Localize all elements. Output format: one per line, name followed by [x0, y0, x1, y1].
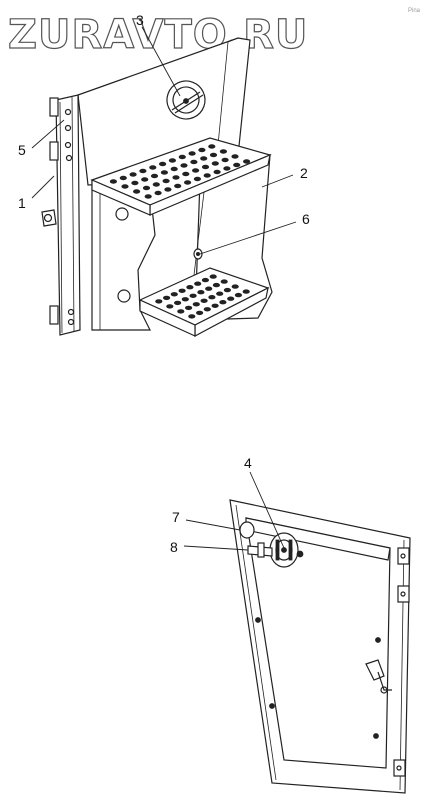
- tread-hole: [166, 304, 174, 309]
- tread-hole: [189, 293, 197, 298]
- tread-hole: [192, 168, 200, 173]
- tread-hole: [185, 305, 193, 311]
- tread-hole: [201, 277, 209, 283]
- tread-hole: [174, 300, 182, 306]
- tread-hole: [178, 288, 186, 293]
- tread-hole: [234, 292, 242, 298]
- tread-hole: [221, 157, 229, 163]
- tread-hole: [208, 295, 216, 300]
- tread-hole: [194, 281, 202, 286]
- hinge-pillar: [55, 94, 81, 336]
- tread-hole: [164, 187, 172, 192]
- tread-hole: [212, 282, 220, 288]
- tread-hole: [231, 154, 239, 159]
- tread-hole: [142, 185, 151, 191]
- tread-hole: [182, 171, 190, 177]
- tread-hole: [219, 149, 227, 154]
- lock-mechanism: [269, 532, 304, 568]
- tread-hole: [231, 284, 239, 289]
- tread-hole: [197, 290, 205, 295]
- tread-hole: [205, 286, 213, 291]
- tread-hole: [155, 299, 163, 304]
- tread-perforations: [109, 144, 251, 319]
- tread-hole: [149, 165, 157, 170]
- tread-hole: [193, 176, 201, 182]
- tread-hole: [181, 297, 189, 302]
- tread-hole: [227, 296, 235, 301]
- callout-5: 5: [18, 142, 26, 158]
- tread-hole: [150, 173, 159, 179]
- tread-hole: [152, 182, 160, 187]
- tread-hole: [186, 285, 194, 290]
- tread-hole: [188, 151, 196, 156]
- tread-hole: [131, 180, 139, 186]
- tread-hole: [223, 166, 231, 171]
- tread-hole: [209, 152, 218, 158]
- top-assembly: [41, 37, 273, 338]
- tread-hole: [188, 314, 196, 319]
- bottom-assembly: [229, 499, 411, 794]
- tread-hole: [109, 179, 118, 184]
- tread-hole: [160, 170, 168, 175]
- tread-hole: [220, 279, 228, 284]
- tread-hole: [178, 154, 186, 160]
- tread-hole: [177, 309, 185, 314]
- tread-hole: [162, 178, 170, 184]
- tread-hole: [208, 144, 216, 149]
- tread-hole: [243, 159, 251, 164]
- callout-3: 3: [136, 12, 144, 28]
- tread-hole: [170, 292, 178, 297]
- tread-hole: [201, 164, 210, 170]
- tread-hole: [184, 180, 192, 185]
- tread-hole: [211, 303, 219, 308]
- tread-hole: [121, 184, 129, 189]
- tread-hole: [190, 159, 198, 165]
- tread-hole: [203, 173, 211, 178]
- tread-hole: [233, 162, 241, 168]
- corner-mark: Pina: [408, 8, 421, 14]
- tread-hole: [223, 287, 231, 293]
- tread-hole: [200, 298, 208, 303]
- step-assembly: [90, 137, 273, 338]
- tread-hole: [200, 156, 208, 161]
- tread-hole: [211, 161, 219, 166]
- tread-hole: [119, 175, 127, 181]
- callout-6: 6: [302, 211, 310, 227]
- tread-hole: [129, 172, 137, 177]
- tread-hole: [192, 302, 200, 307]
- tread-hole: [133, 189, 141, 194]
- tread-hole: [209, 274, 217, 279]
- tread-hole: [163, 295, 171, 301]
- callout-4: 4: [244, 455, 252, 471]
- callout-1: 1: [18, 195, 26, 211]
- callout-2: 2: [300, 165, 308, 181]
- tread-hole: [170, 166, 178, 172]
- tread-hole: [172, 175, 180, 180]
- tread-hole: [203, 307, 211, 312]
- tread-hole: [219, 300, 227, 305]
- tread-hole: [144, 194, 152, 199]
- tread-hole: [180, 163, 188, 168]
- tread-hole: [141, 177, 149, 182]
- tread-hole: [216, 291, 224, 296]
- callout-leaders: [31, 26, 297, 551]
- tread-hole: [242, 289, 250, 294]
- callout-8: 8: [170, 539, 178, 555]
- tread-hole: [154, 190, 162, 196]
- watermark-text: ZURAVTO.RU: [8, 12, 308, 58]
- callout-7: 7: [172, 509, 180, 525]
- tread-hole: [196, 310, 204, 316]
- tread-hole: [139, 168, 147, 174]
- tread-hole: [213, 169, 221, 175]
- tread-hole: [168, 158, 176, 163]
- tread-hole: [198, 147, 206, 153]
- tread-hole: [159, 161, 167, 167]
- tread-hole: [174, 183, 182, 189]
